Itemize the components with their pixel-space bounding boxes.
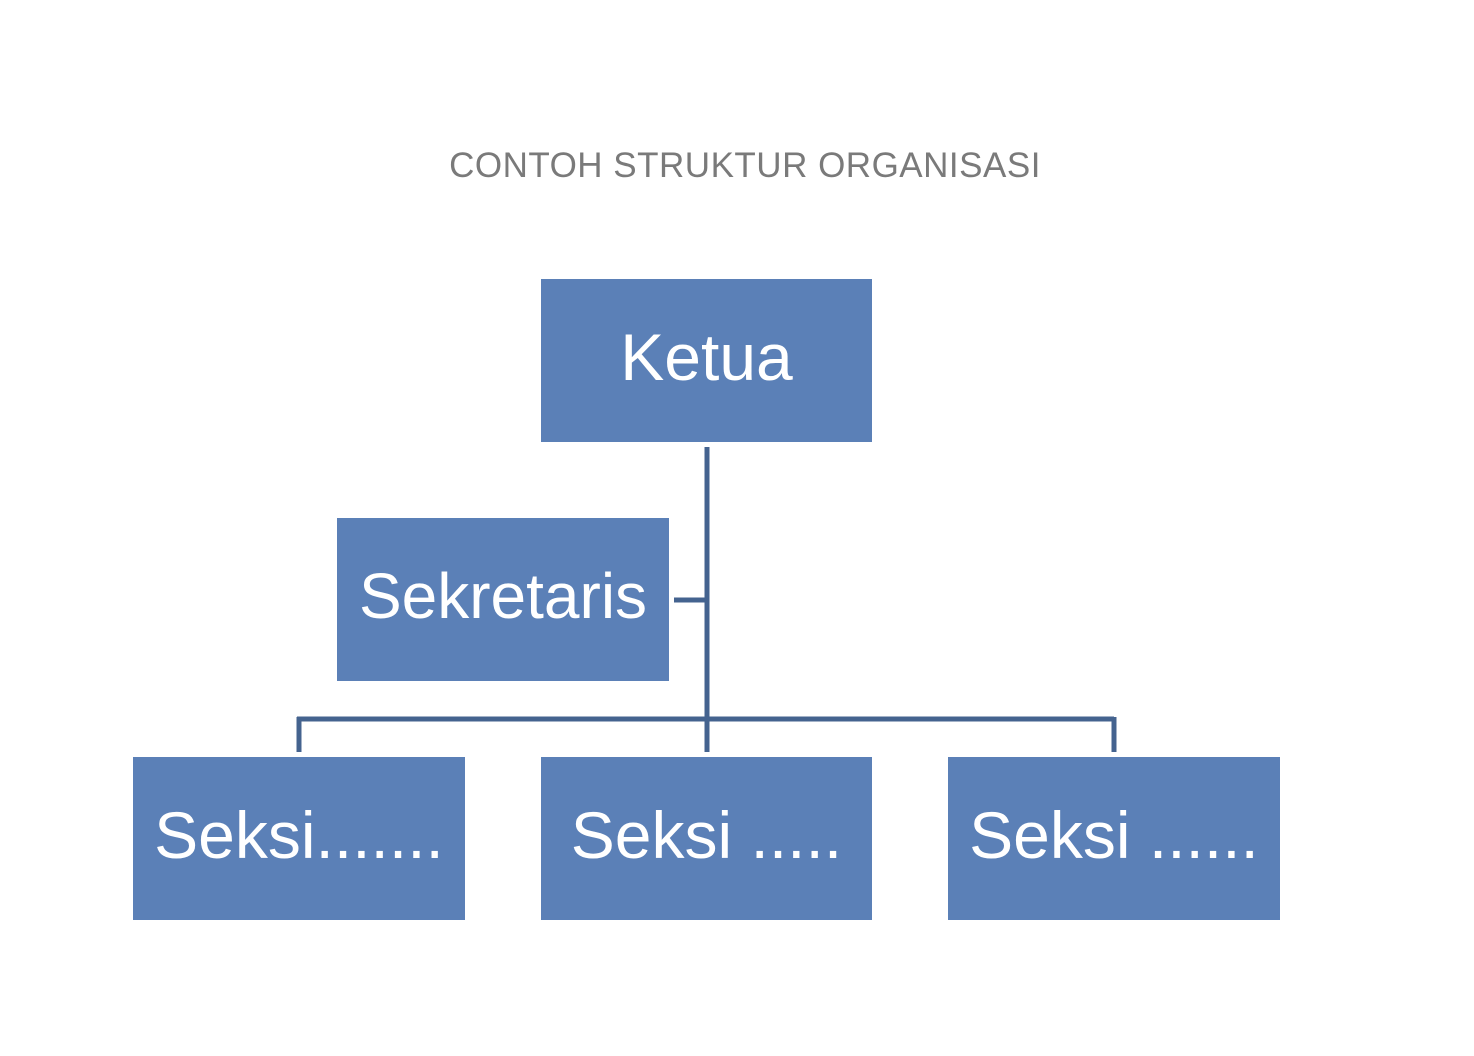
diagram-title: CONTOH STRUKTUR ORGANISASI: [449, 146, 1041, 185]
node-seksi-3: Seksi ......: [948, 757, 1280, 920]
node-ketua-label: Ketua: [620, 319, 793, 394]
node-seksi-3-label: Seksi ......: [969, 797, 1259, 872]
node-seksi-1: Seksi.......: [133, 757, 465, 920]
node-seksi-2-label: Seksi .....: [570, 797, 843, 872]
node-seksi-1-label: Seksi.......: [154, 797, 444, 872]
node-sekretaris-label: Sekretaris: [358, 559, 648, 632]
node-ketua: Ketua: [541, 279, 872, 442]
node-sekretaris: Sekretaris: [337, 518, 669, 681]
node-seksi-2: Seksi .....: [541, 757, 872, 920]
